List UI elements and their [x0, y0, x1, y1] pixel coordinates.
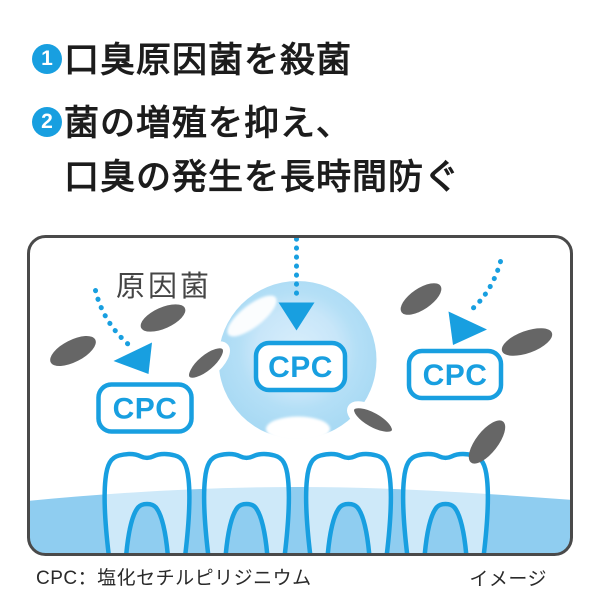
arrow-right	[448, 259, 503, 345]
cpc-label-right: CPC	[406, 348, 504, 401]
step-1-badge: 1	[32, 44, 62, 74]
bubble-gleam-bottom	[266, 416, 330, 442]
cpc-footnote: CPC：塩化セチルピリジニウム	[36, 568, 312, 589]
bacteria-group	[50, 283, 553, 464]
step-1-title: 口臭原因菌を殺菌	[64, 41, 353, 80]
bacteria-oval	[182, 341, 230, 385]
step-2-title-line2: 口臭の発生を長時間防ぐ	[64, 158, 461, 197]
bubble-gleam-top	[227, 295, 277, 337]
bacteria-label: 原因菌	[116, 270, 212, 303]
bacteria-oval	[347, 401, 399, 439]
cpc-mechanism-illustration: CPC CPC CPC 原因菌	[27, 235, 573, 556]
image-disclaimer: イメージ	[469, 569, 547, 590]
cpc-label-left-text: CPC	[113, 393, 178, 426]
cpc-label-left: CPC	[96, 382, 194, 434]
bacteria-oval	[501, 328, 553, 356]
bacteria-oval	[50, 336, 96, 366]
step-2-title-line1: 菌の増殖を抑え、	[64, 104, 353, 143]
step-2-badge: 2	[32, 107, 62, 137]
cpc-label-center: CPC	[253, 340, 348, 393]
arrow-center	[278, 236, 315, 331]
arrow-left	[93, 288, 152, 374]
cpc-label-center-text: CPC	[268, 351, 333, 384]
bacteria-oval	[400, 283, 442, 315]
illustration-frame	[27, 235, 573, 556]
bacteria-oval	[140, 304, 186, 332]
cpc-label-right-text: CPC	[423, 359, 488, 392]
bacteria-oval	[468, 420, 506, 464]
